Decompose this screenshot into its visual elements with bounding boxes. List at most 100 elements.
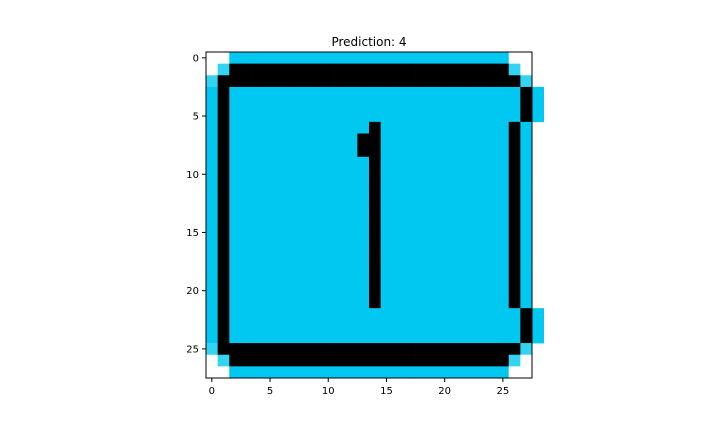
heatmap-cell [497,319,510,332]
heatmap-cell [415,75,428,88]
heatmap-cell [217,121,230,134]
heatmap-cell [275,110,288,123]
heatmap-cell [252,86,265,99]
heatmap-cell [275,261,288,274]
heatmap-cell [299,98,312,111]
heatmap-cell [310,98,323,111]
heatmap-cell [427,319,440,332]
heatmap-cell [380,110,393,123]
heatmap-cell [473,238,486,251]
heatmap-cell [415,226,428,239]
heatmap-cell [520,63,533,76]
heatmap-cell [485,168,498,181]
heatmap-cell [369,226,381,239]
heatmap-cell [264,203,277,216]
heatmap-cell [240,203,253,216]
heatmap-cell [357,52,370,64]
heatmap-cell [462,145,475,158]
heatmap-cell [357,203,370,216]
heatmap-cell [450,331,463,344]
heatmap-cell [427,226,440,239]
heatmap-cell [252,215,265,227]
heatmap-cell [450,86,463,99]
heatmap-cell [357,331,370,344]
heatmap-cell [473,133,486,146]
heatmap-cell [462,284,475,297]
heatmap-cell [532,98,544,111]
heatmap-cell [287,75,300,88]
heatmap-cell [462,110,475,123]
heatmap-cell [264,296,277,309]
heatmap-cell [497,273,510,286]
heatmap-cell [450,52,463,64]
heatmap-cell [217,273,230,286]
heatmap-cell [206,319,218,332]
heatmap-cell [287,203,300,216]
heatmap-cell [450,203,463,216]
heatmap-cell [473,191,486,204]
heatmap-cell [438,63,451,76]
heatmap-cell [380,215,393,227]
heatmap-cell [392,331,405,344]
heatmap-cell [392,168,405,181]
heatmap-cell [532,319,544,332]
heatmap-cell [462,98,475,111]
heatmap-cell [403,203,416,216]
heatmap-cell [345,226,358,239]
heatmap-cell [520,296,533,309]
heatmap-cell [357,366,370,379]
heatmap-cell [264,308,277,321]
heatmap-cell [427,296,440,309]
heatmap-cell [450,308,463,321]
heatmap-cell [520,145,533,158]
heatmap-cell [322,156,335,169]
heatmap-cell [275,98,288,111]
heatmap-cell [334,366,347,379]
x-tick-label: 15 [380,386,393,397]
heatmap-cell [369,203,381,216]
heatmap-cell [357,273,370,286]
heatmap-cell [252,249,265,262]
heatmap-cell [369,121,381,134]
heatmap-cell [357,354,370,367]
heatmap-cell [415,261,428,274]
heatmap-cell [322,133,335,146]
heatmap-cell [392,156,405,169]
heatmap-cell [415,110,428,123]
heatmap-cell [310,121,323,134]
heatmap-cell [497,133,510,146]
heatmap-cell [229,308,242,321]
heatmap-cell [240,121,253,134]
heatmap-cell [229,98,242,111]
heatmap-cell [403,343,416,356]
heatmap-cell [497,203,510,216]
heatmap-cell [369,238,381,251]
heatmap-cell [252,191,265,204]
chart-title: Prediction: 4 [331,35,406,49]
heatmap-cell [357,168,370,181]
heatmap-cell [450,168,463,181]
heatmap-cell [508,168,521,181]
heatmap-cell [508,261,521,274]
heatmap-cell [462,203,475,216]
heatmap-cell [403,98,416,111]
heatmap-cell [322,319,335,332]
heatmap-cell [217,63,230,76]
heatmap-cell [438,203,451,216]
heatmap-cell [403,366,416,379]
heatmap-cell [334,168,347,181]
heatmap-cell [252,145,265,158]
heatmap-cell [508,98,521,111]
heatmap-cell [229,284,242,297]
heatmap-cell [275,215,288,227]
heatmap-cell [310,354,323,367]
heatmap-cell [252,52,265,64]
heatmap-cell [252,343,265,356]
heatmap-cell [380,319,393,332]
heatmap-cell [369,296,381,309]
heatmap-cell [264,133,277,146]
heatmap-cell [369,110,381,123]
heatmap-cell [357,296,370,309]
heatmap-cell [322,110,335,123]
heatmap-cell [275,145,288,158]
